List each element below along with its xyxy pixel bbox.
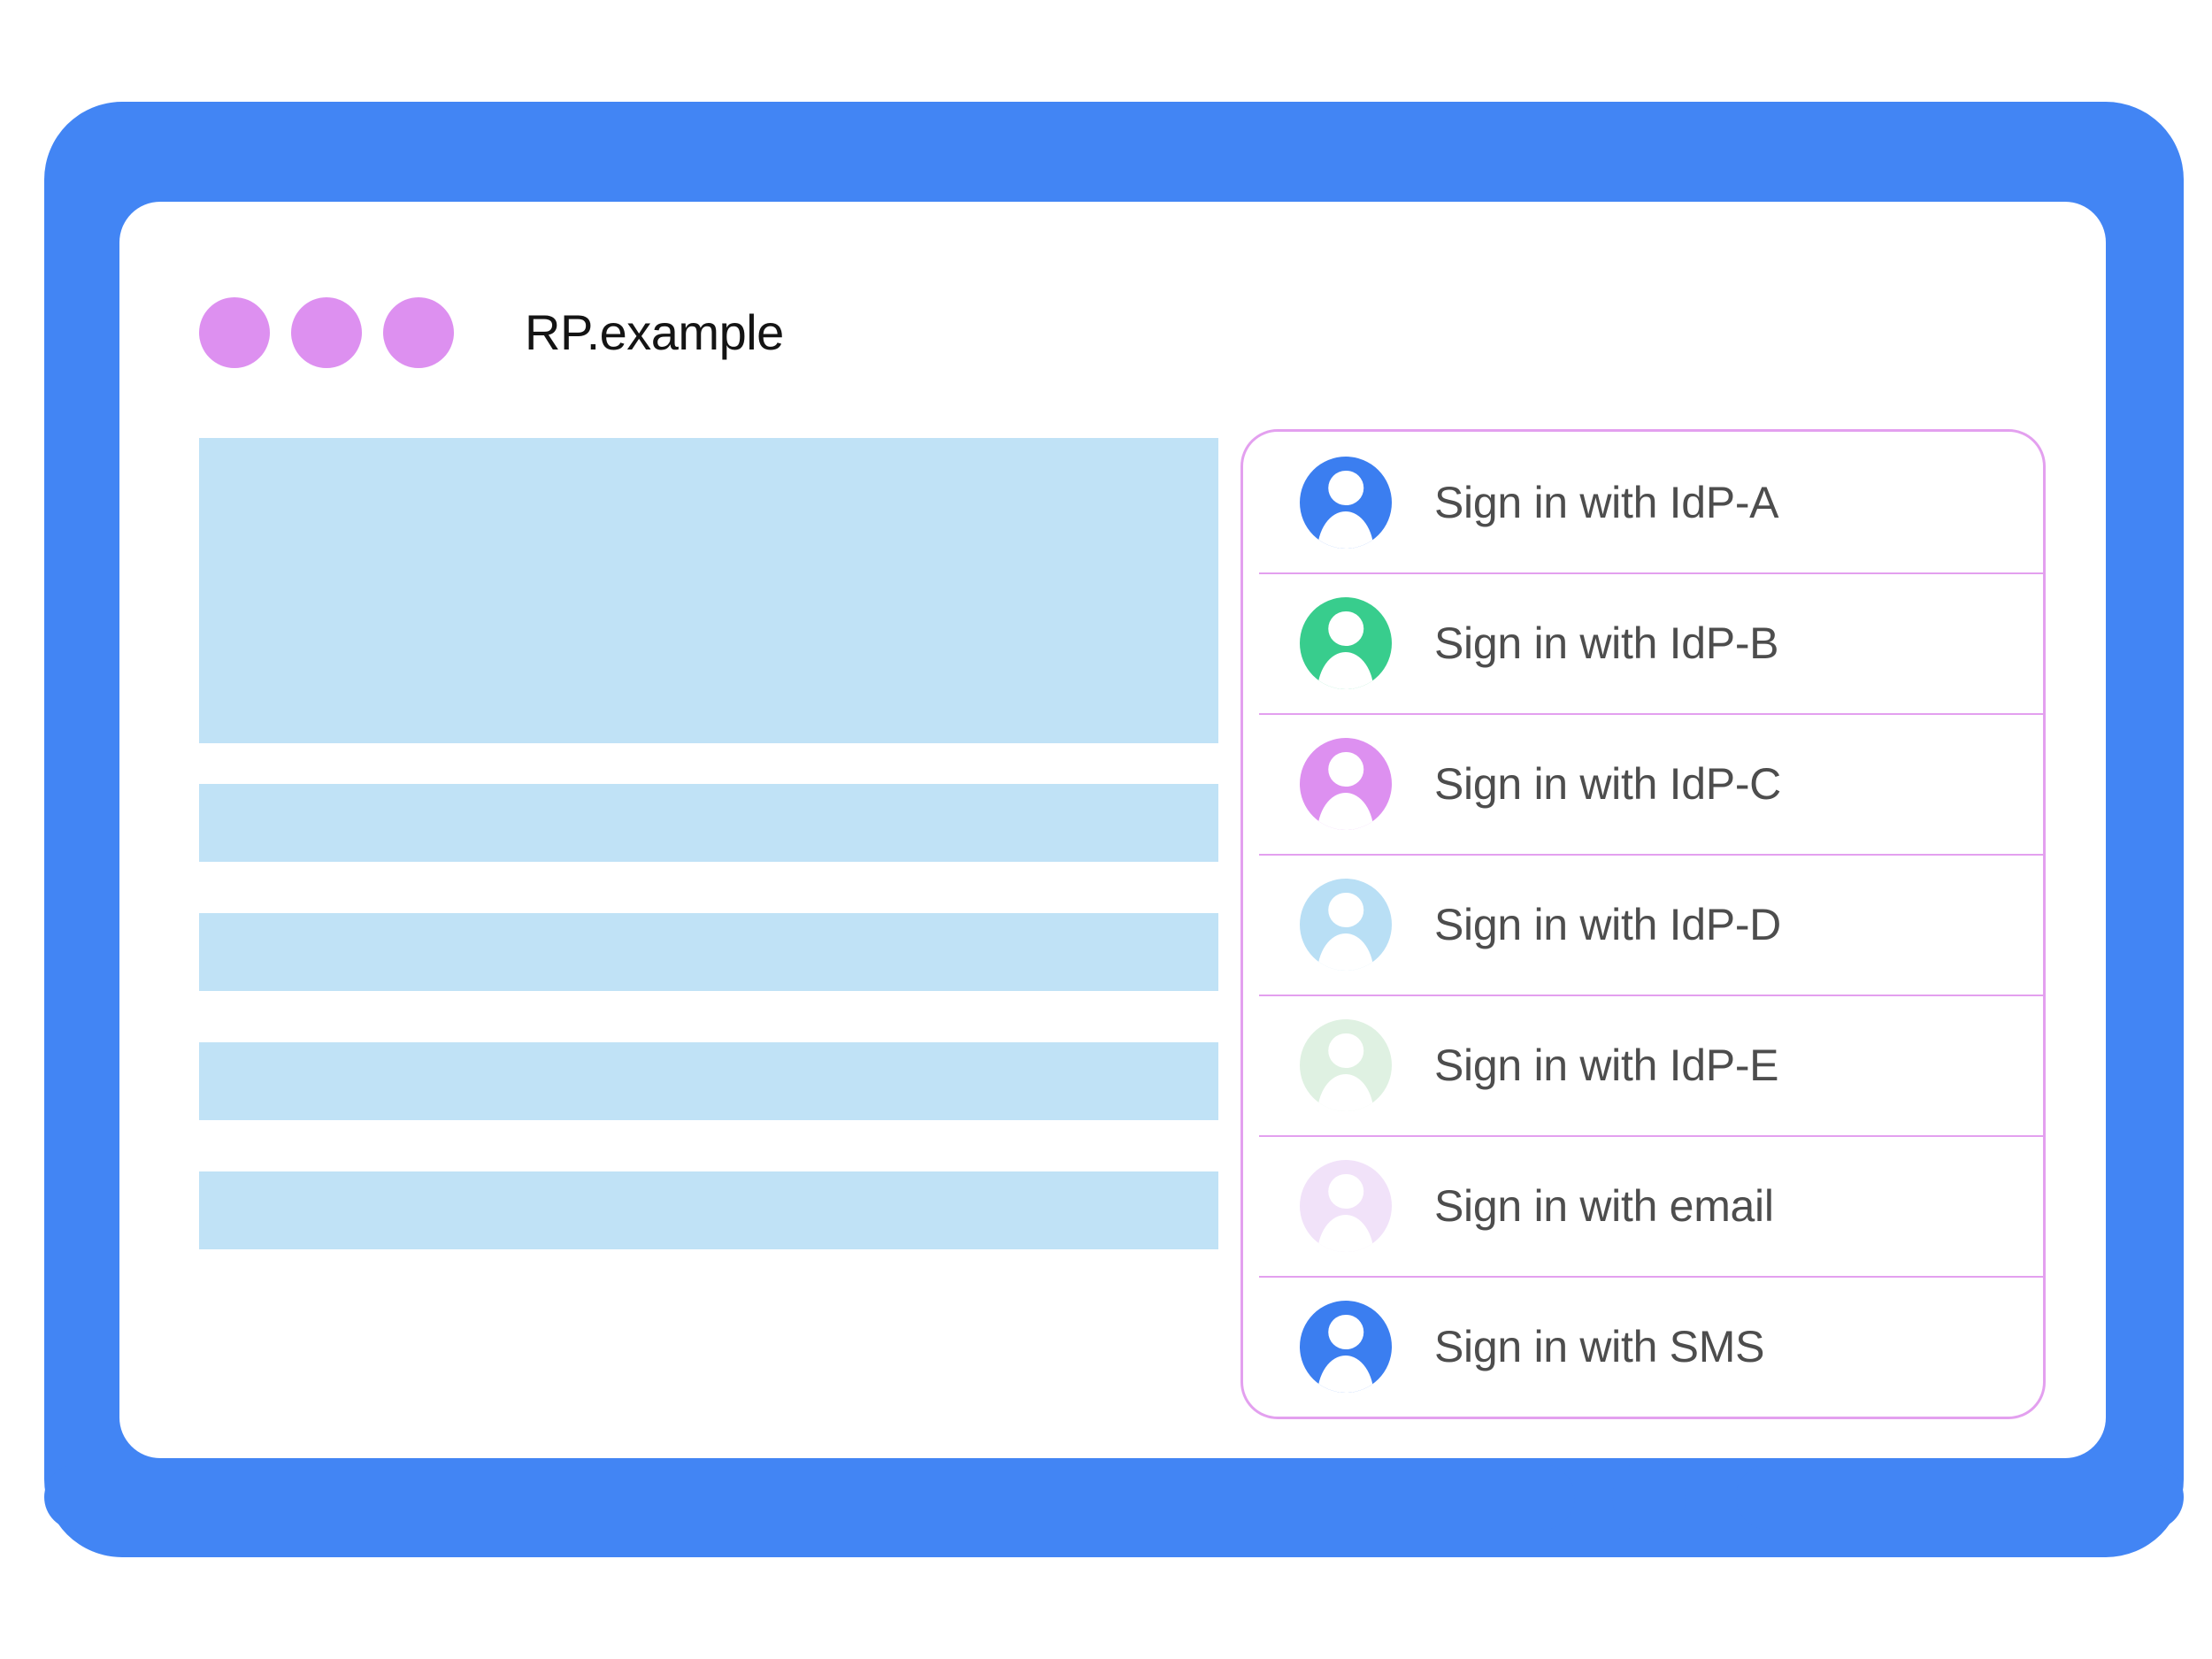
avatar-head-shape [1328,1173,1363,1210]
avatar-head-shape [1328,1314,1363,1350]
account-row[interactable]: Sign in with IdP-D [1243,854,2043,995]
account-label: Sign in with IdP-D [1434,899,1781,949]
page-header: RP.example [199,297,784,368]
skeleton-bar-2 [199,913,1218,991]
account-chooser-dialog: Sign in with IdP-A Sign in with IdP-B Sign… [1240,429,2046,1419]
avatar-head-shape [1328,892,1363,928]
header-dot-1 [199,297,270,368]
avatar-icon [1300,456,1392,549]
avatar-icon [1300,596,1392,689]
avatar-body-shape [1317,511,1375,549]
avatar-body-shape [1317,651,1375,689]
skeleton-bar-3 [199,1042,1218,1120]
avatar-body-shape [1317,792,1375,830]
account-row[interactable]: Sign in with IdP-C [1243,713,2043,854]
account-row[interactable]: Sign in with IdP-A [1243,432,2043,572]
avatar-head-shape [1328,751,1363,787]
site-title: RP.example [525,304,784,360]
account-row[interactable]: Sign in with email [1243,1135,2043,1276]
account-label: Sign in with IdP-E [1434,1040,1779,1090]
avatar-icon [1300,1018,1392,1111]
account-row[interactable]: Sign in with IdP-B [1243,572,2043,713]
avatar-body-shape [1317,1214,1375,1252]
avatar-icon [1300,737,1392,830]
account-label: Sign in with SMS [1434,1321,1765,1371]
bottom-bezel-left [44,1464,1575,1530]
account-label: Sign in with IdP-B [1434,618,1779,668]
avatar-head-shape [1328,611,1363,647]
avatar-head-shape [1328,1033,1363,1069]
account-list: Sign in with IdP-A Sign in with IdP-B Sign… [1243,432,2043,1417]
avatar-icon [1300,878,1392,971]
skeleton-bar-4 [199,1171,1218,1249]
account-label: Sign in with IdP-C [1434,758,1781,809]
avatar-body-shape [1317,1355,1375,1393]
avatar-body-shape [1317,933,1375,971]
account-label: Sign in with IdP-A [1434,477,1779,527]
home-button[interactable] [1612,1460,1686,1534]
avatar-icon [1300,1159,1392,1252]
page-content-skeleton [199,438,1218,1301]
avatar-icon [1300,1300,1392,1393]
bottom-bezel-right [1736,1464,2184,1530]
skeleton-hero-block [199,438,1218,743]
account-row[interactable]: Sign in with SMS [1243,1276,2043,1417]
avatar-head-shape [1328,470,1363,506]
avatar-body-shape [1317,1073,1375,1111]
header-dot-2 [291,297,362,368]
skeleton-bar-1 [199,784,1218,862]
account-label: Sign in with email [1434,1180,1774,1231]
account-row[interactable]: Sign in with IdP-E [1243,995,2043,1135]
header-dot-3 [383,297,454,368]
